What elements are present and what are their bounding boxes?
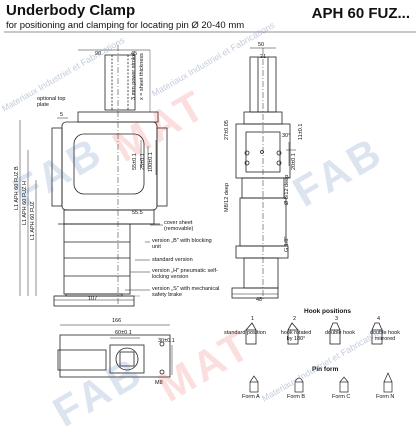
dim-27: 27±0.05 bbox=[224, 120, 230, 140]
hook-position-num: 3 bbox=[335, 316, 339, 322]
hook-position-num: 2 bbox=[293, 316, 297, 322]
hook-position-label: standard position bbox=[224, 330, 266, 336]
dim-21: 21 bbox=[260, 54, 267, 60]
technical-drawing bbox=[4, 31, 416, 393]
dim-m8: M8 bbox=[155, 380, 163, 386]
callout-version-s: version „S" with mechanical safety brake bbox=[152, 286, 220, 298]
pin-form-title: Pin form bbox=[312, 366, 339, 373]
hook-position-label: double hook mirrored bbox=[370, 330, 400, 342]
hook-position-label: double hook bbox=[325, 330, 355, 336]
dim-60: 60±0.1 bbox=[115, 330, 132, 336]
dim-107: 107 bbox=[88, 296, 98, 302]
dim-45: 45 bbox=[131, 51, 138, 57]
dim-30: 30±0.1 bbox=[158, 338, 175, 344]
hook-position-label: hook rotated by 180° bbox=[280, 330, 312, 342]
dim-55-5: 55.5 bbox=[132, 210, 143, 216]
callout-cover-sheet: cover sheet (removable) bbox=[164, 220, 194, 232]
dim-166: 166 bbox=[112, 318, 122, 324]
pin-form-symbols bbox=[249, 372, 393, 393]
dim-5: 5 bbox=[60, 112, 64, 118]
page-subtitle: for positioning and clamping for locatin… bbox=[6, 20, 245, 31]
pin-form-label: Form A bbox=[242, 394, 260, 400]
dim-11: 11±0.1 bbox=[298, 123, 304, 140]
hook-position-symbols bbox=[245, 322, 383, 345]
dim-sheet-thickness: x = sheet thickness bbox=[139, 53, 145, 100]
dim-50: 50 bbox=[258, 42, 265, 48]
callout-version-h: version „H" pneumatic self-locking versi… bbox=[152, 268, 218, 280]
pin-form-label: Form C bbox=[332, 394, 351, 400]
plan-view bbox=[57, 324, 173, 378]
dim-90: 90 bbox=[95, 51, 102, 57]
dim-48: 48 bbox=[256, 297, 263, 303]
pin-form-label: Form N bbox=[376, 394, 395, 400]
hook-position-num: 1 bbox=[251, 316, 255, 322]
side-view bbox=[231, 47, 296, 300]
product-code: APH 60 FUZ... bbox=[311, 5, 410, 22]
dim-g18: G 1/8" bbox=[284, 236, 290, 252]
page-title: Underbody Clamp bbox=[6, 2, 136, 19]
callout-top-plate: optional top plate bbox=[37, 96, 66, 108]
dim-30-deg: 30° bbox=[282, 133, 291, 139]
hook-position-num: 4 bbox=[377, 316, 381, 322]
dim-m8-deep: M8/12 deep bbox=[224, 182, 230, 212]
callout-standard: standard version bbox=[152, 257, 193, 263]
callout-version-b: version „B" with blocking unit bbox=[152, 238, 212, 250]
front-view bbox=[19, 45, 168, 307]
hook-positions-title: Hook positions bbox=[304, 308, 351, 315]
pin-form-label: Form B bbox=[287, 394, 306, 400]
dim-stroke: 3 mm power stroke bbox=[131, 53, 137, 100]
